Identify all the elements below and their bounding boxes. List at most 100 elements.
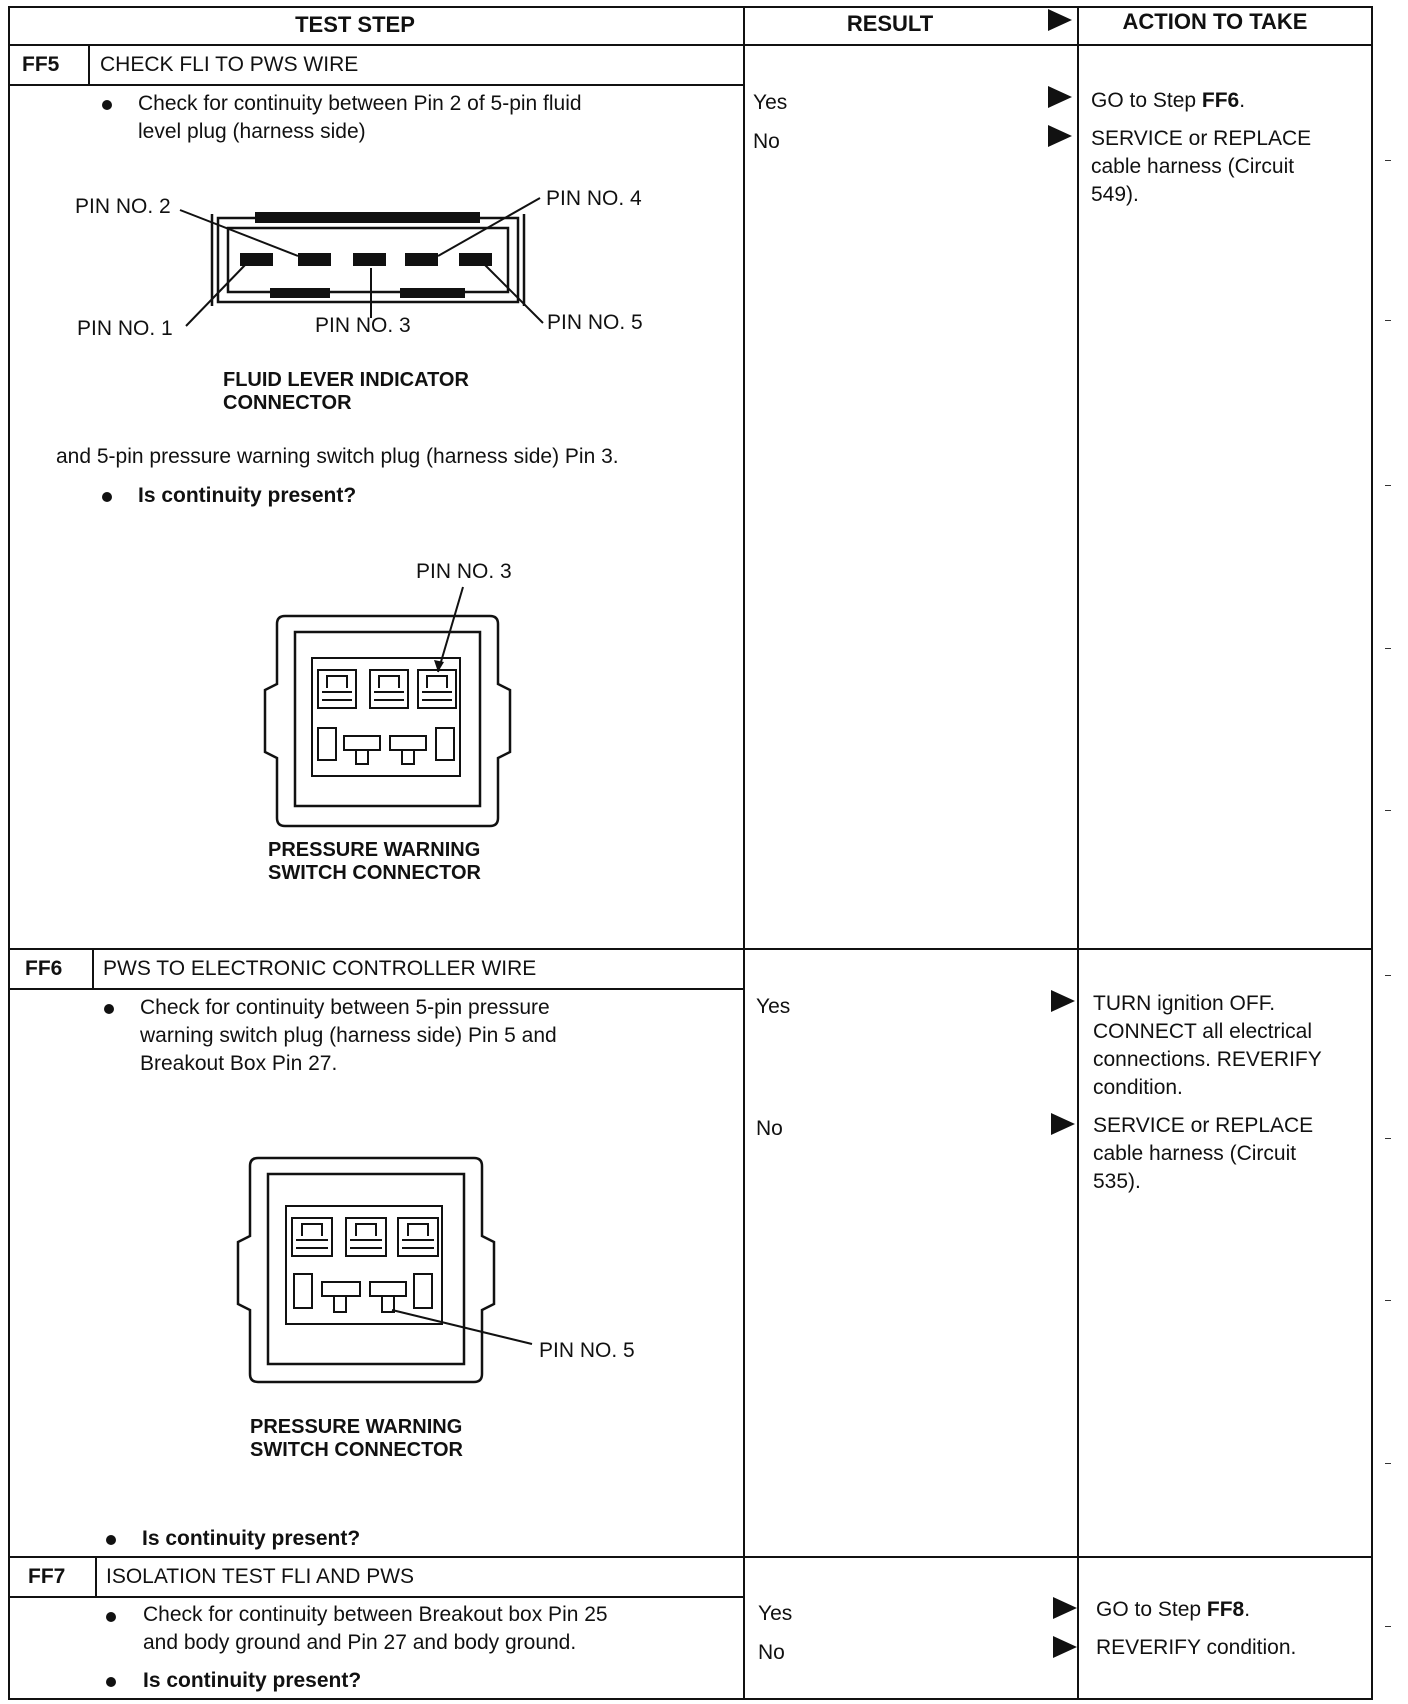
ff6-instruction-line3: Breakout Box Pin 27.: [140, 1052, 338, 1075]
ff6-action-yes-line4: condition.: [1093, 1076, 1183, 1099]
margin-tick: [1385, 1138, 1391, 1139]
header-result: RESULT: [846, 11, 934, 36]
ff6-instruction-line1: Check for continuity between 5-pin press…: [140, 996, 550, 1019]
ff7-action-yes-step: FF8: [1206, 1598, 1245, 1621]
ff5-instruction: Check for continuity between Pin 2 of 5-…: [138, 90, 582, 146]
ff6-action-no-line2: cable harness (Circuit: [1093, 1142, 1297, 1165]
ff6-action-no: SERVICE or REPLACE cable harness (Circui…: [1093, 1112, 1313, 1196]
fli-caption-line1: FLUID LEVER INDICATOR: [223, 369, 469, 391]
ff5-instruction-line2: level plug (harness side): [138, 120, 366, 143]
ff7-instruction-line2: and body ground and Pin 27 and body grou…: [143, 1631, 577, 1654]
pws-ff5-caption: PRESSURE WARNING SWITCH CONNECTOR: [268, 839, 481, 885]
ff5-title-underline: [10, 84, 744, 86]
ff5-continuation: and 5-pin pressure warning switch plug (…: [56, 445, 619, 468]
ff5-action-no: SERVICE or REPLACE cable harness (Circui…: [1091, 125, 1311, 209]
ff5-result-no: No: [753, 130, 780, 153]
ff6-title-underline: [10, 988, 744, 990]
row-divider-ff6: [10, 948, 1371, 950]
ff6-action-yes-line3: connections. REVERIFY: [1093, 1048, 1322, 1071]
ff5-action-yes-prefix: GO to Step: [1091, 89, 1202, 112]
pws-ff5-caption-line2: SWITCH CONNECTOR: [268, 862, 481, 884]
ff7-instruction-line1: Check for continuity between Breakout bo…: [143, 1603, 608, 1626]
pws-ff6-caption-line1: PRESSURE WARNING: [250, 1416, 463, 1438]
header-test-step: TEST STEP: [295, 12, 415, 37]
ff5-bullet-2: [102, 492, 112, 502]
ff6-bullet-2: [106, 1535, 116, 1545]
ff6-question: Is continuity present?: [142, 1527, 361, 1550]
ff7-result-yes: Yes: [758, 1602, 793, 1625]
ff7-bullet-2: [106, 1677, 116, 1687]
margin-tick: [1385, 160, 1391, 161]
ff6-result-no: No: [756, 1117, 783, 1140]
margin-tick: [1385, 648, 1391, 649]
ff5-question: Is continuity present?: [138, 484, 357, 507]
margin-tick: [1385, 485, 1391, 486]
ff6-action-yes-line2: CONNECT all electrical: [1093, 1020, 1312, 1043]
ff6-action-yes: TURN ignition OFF. CONNECT all electrica…: [1093, 990, 1322, 1102]
ff7-action-no: REVERIFY condition.: [1096, 1636, 1297, 1659]
ff7-bullet-1: [106, 1612, 116, 1622]
ff7-yes-arrow-icon: [1053, 1597, 1077, 1619]
ff6-id-separator: [92, 948, 94, 988]
pws-ff6-caption-line2: SWITCH CONNECTOR: [250, 1439, 463, 1461]
margin-tick: [1385, 320, 1391, 321]
ff5-no-arrow-icon: [1048, 125, 1072, 147]
ff5-instruction-line1: Check for continuity between Pin 2 of 5-…: [138, 92, 582, 115]
ff6-result-yes: Yes: [756, 995, 791, 1018]
ff7-step-id: FF7: [28, 1565, 66, 1588]
ff5-bullet-1: [102, 100, 112, 110]
ff6-yes-arrow-icon: [1051, 990, 1075, 1012]
margin-tick: [1385, 975, 1391, 976]
ff5-result-yes: Yes: [753, 91, 788, 114]
margin-tick: [1385, 1300, 1391, 1301]
ff5-action-no-line3: 549).: [1091, 183, 1139, 206]
margin-tick: [1385, 1463, 1391, 1464]
fli-pin3-label: PIN NO. 3: [315, 314, 411, 337]
column-divider-result: [743, 8, 745, 1698]
ff7-title-underline: [10, 1596, 744, 1598]
column-divider-action: [1077, 8, 1079, 1698]
ff6-instruction-line2: warning switch plug (harness side) Pin 5…: [140, 1024, 557, 1047]
ff5-action-yes-suffix: .: [1239, 89, 1246, 112]
pws-ff5-caption-line1: PRESSURE WARNING: [268, 839, 481, 861]
header-action: ACTION TO TAKE: [1122, 9, 1308, 34]
ff6-action-yes-line1: TURN ignition OFF.: [1093, 992, 1276, 1015]
ff6-bullet-1: [104, 1004, 114, 1014]
ff7-step-title: ISOLATION TEST FLI AND PWS: [106, 1565, 415, 1588]
ff7-no-arrow-icon: [1053, 1636, 1077, 1658]
ff5-id-separator: [88, 44, 90, 84]
fli-pin5-label: PIN NO. 5: [547, 311, 643, 334]
fli-pin1-label: PIN NO. 1: [77, 317, 173, 340]
pws-ff6-caption: PRESSURE WARNING SWITCH CONNECTOR: [250, 1416, 463, 1462]
header-arrow-icon: [1048, 9, 1072, 31]
margin-tick: [1385, 1626, 1391, 1627]
pws-ff6-pin5-label: PIN NO. 5: [539, 1339, 635, 1362]
ff6-step-title: PWS TO ELECTRONIC CONTROLLER WIRE: [103, 957, 537, 980]
ff5-step-title: CHECK FLI TO PWS WIRE: [100, 53, 359, 76]
pws-ff5-pin3-label: PIN NO. 3: [416, 560, 512, 583]
ff5-action-yes-step: FF6: [1201, 89, 1240, 112]
header-divider: [10, 44, 1371, 46]
table-frame: [8, 6, 1373, 1700]
row-divider-ff7: [10, 1556, 1371, 1558]
ff6-action-no-line3: 535).: [1093, 1170, 1141, 1193]
ff7-action-yes-suffix: .: [1244, 1598, 1251, 1621]
ff5-action-yes: GO to Step FF6.: [1091, 87, 1245, 115]
fli-connector-caption: FLUID LEVER INDICATOR CONNECTOR: [223, 369, 469, 415]
ff7-action-yes: GO to Step FF8.: [1096, 1596, 1250, 1624]
ff6-no-arrow-icon: [1051, 1113, 1075, 1135]
ff5-yes-arrow-icon: [1048, 86, 1072, 108]
fli-caption-line2: CONNECTOR: [223, 392, 352, 414]
ff7-action-yes-prefix: GO to Step: [1096, 1598, 1207, 1621]
fli-pin4-label: PIN NO. 4: [546, 187, 642, 210]
ff6-action-no-line1: SERVICE or REPLACE: [1093, 1114, 1314, 1137]
ff7-instruction: Check for continuity between Breakout bo…: [143, 1601, 608, 1657]
ff6-instruction: Check for continuity between 5-pin press…: [140, 994, 557, 1078]
fli-pin2-label: PIN NO. 2: [75, 195, 171, 218]
ff5-step-id: FF5: [22, 53, 60, 76]
ff7-id-separator: [95, 1556, 97, 1596]
